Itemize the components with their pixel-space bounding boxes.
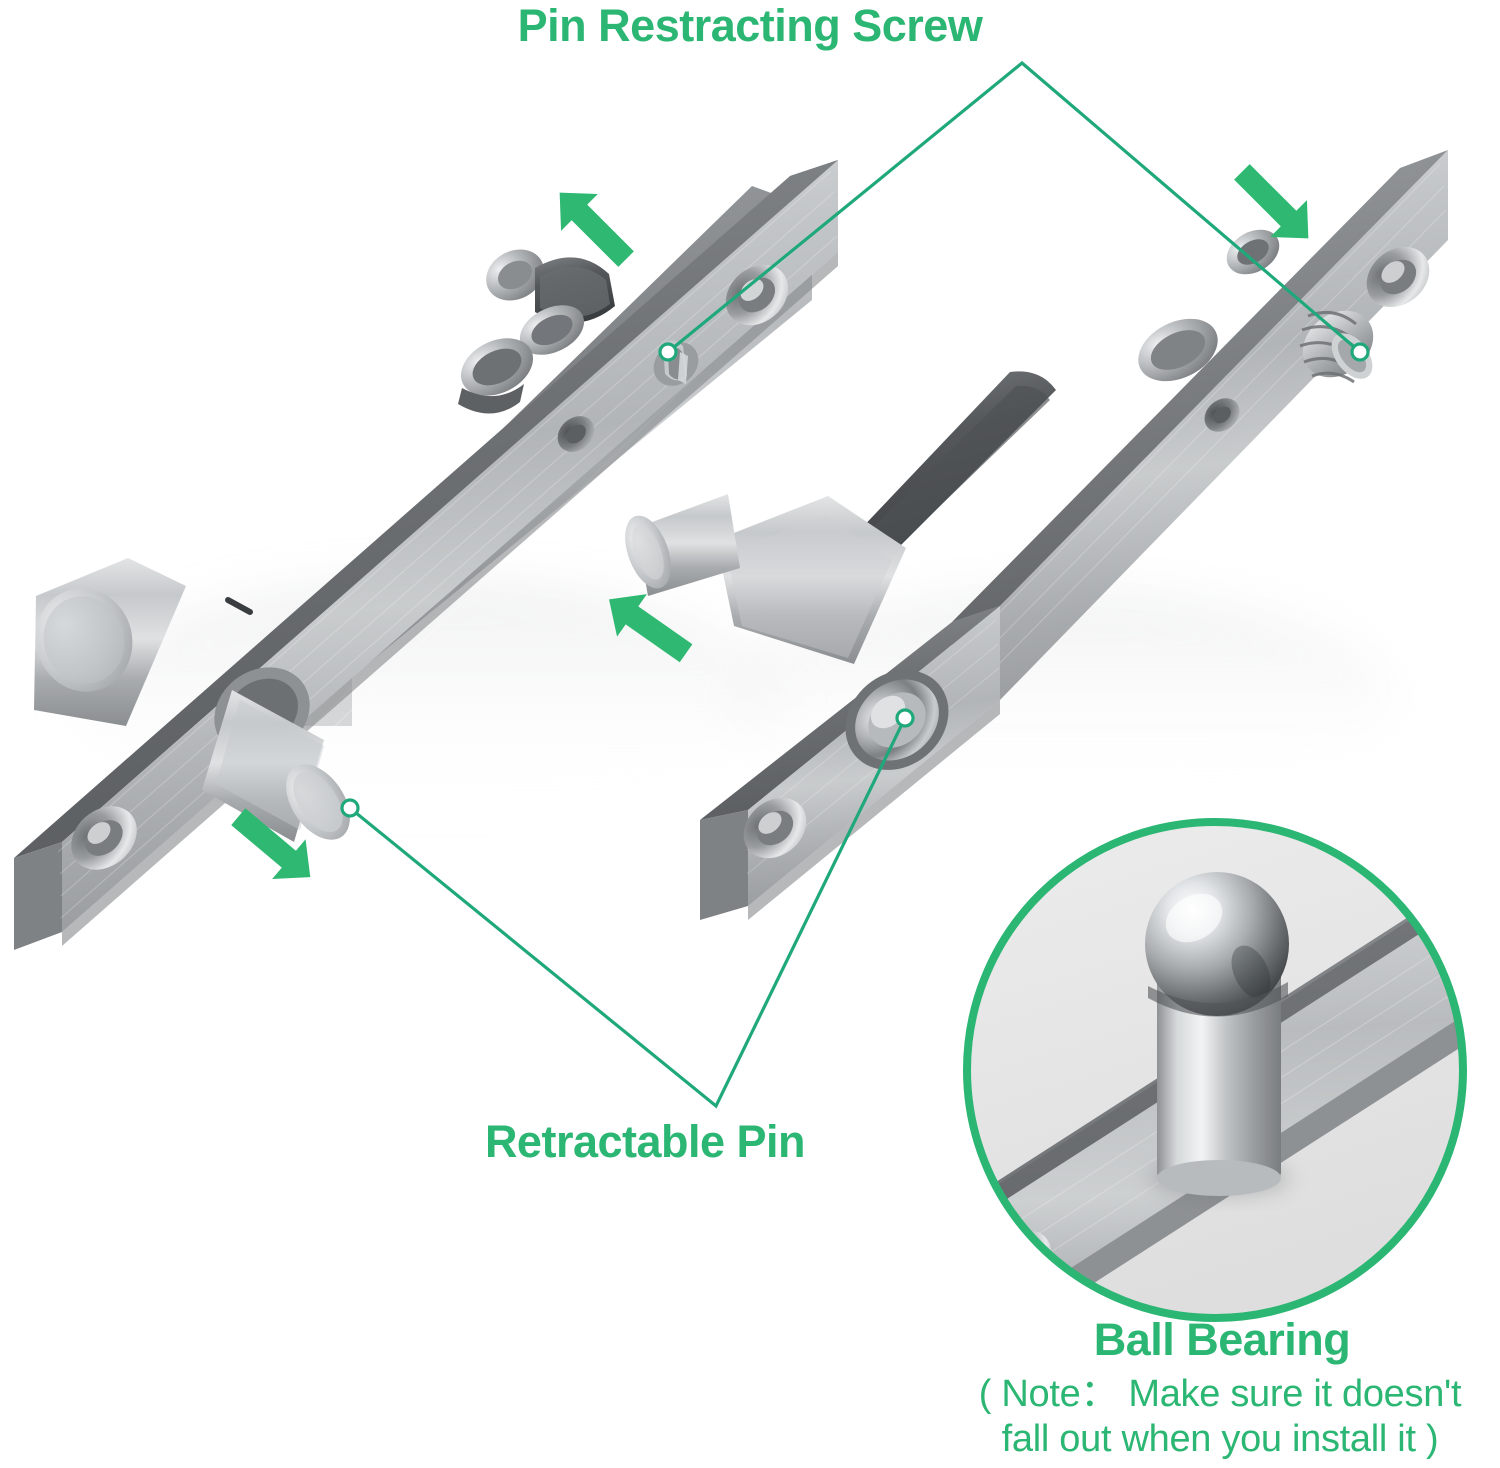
right-bolt-screw-hole-lower <box>743 797 807 859</box>
left-flush-bolt <box>14 160 838 950</box>
direction-arrows <box>231 164 1309 880</box>
left-bolt-screw-hole-lower <box>71 806 137 870</box>
leader-dot-left-pin <box>340 798 360 818</box>
label-ball-bearing: Ball Bearing <box>1093 1314 1351 1365</box>
leader-dot-right-screw <box>1350 342 1370 362</box>
arrow-left-bolt-lever-up <box>559 192 634 267</box>
ball-bearing-note-line-1: ( Note： Make sure it doesn't <box>978 1373 1462 1415</box>
label-retractable-pin: Retractable Pin <box>484 1116 806 1167</box>
ball-bearing-note-line-2: fall out when you install it ) <box>1001 1417 1439 1460</box>
leader-retractable-pin <box>348 717 907 1109</box>
ball-bearing-note: ( Note： Make sure it doesn't fall out wh… <box>930 1372 1500 1462</box>
left-bolt-rear-barrel <box>34 558 186 726</box>
right-bolt-lever-arm <box>818 229 1280 582</box>
leader-dot-ball-socket <box>895 708 915 728</box>
inset-circle-border <box>963 818 1467 1322</box>
left-bolt-threaded-hole <box>557 416 595 452</box>
arrow-right-bolt-pin-in <box>609 594 693 663</box>
left-bolt-extended-pin <box>202 667 350 842</box>
leader-pin-retracting-screw <box>666 60 1362 354</box>
leader-dot-left-screw <box>658 342 678 362</box>
ball-bearing-inset <box>963 818 1467 1322</box>
callout-lines <box>340 60 1370 1109</box>
left-bolt-lever-mechanism <box>458 249 615 414</box>
right-bolt-threaded-hole <box>1204 398 1240 432</box>
label-pin-retracting-screw: Pin Restracting Screw <box>517 0 983 51</box>
arrow-right-bolt-screw-down <box>1234 164 1309 239</box>
right-bolt-screw-hole-upper <box>1366 246 1430 308</box>
right-bolt-retractable-pin <box>625 494 906 664</box>
arrow-left-bolt-pin-out <box>231 808 311 880</box>
